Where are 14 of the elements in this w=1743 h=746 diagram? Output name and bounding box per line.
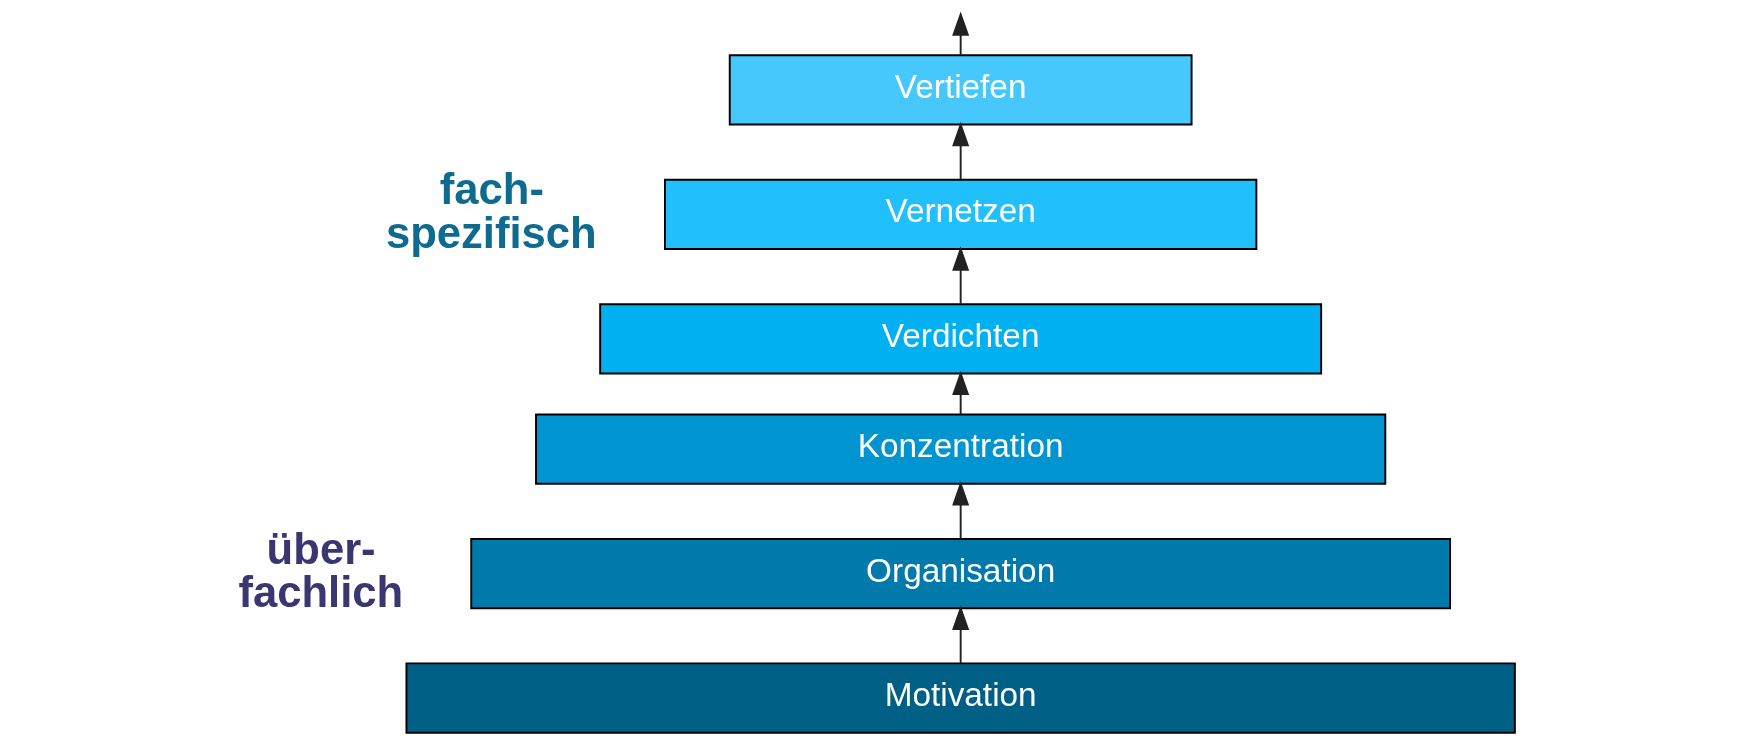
arrow	[952, 605, 970, 665]
label: fach- spezifisch	[385, 165, 597, 257]
arrow	[952, 11, 970, 56]
arrow	[952, 481, 970, 540]
node-box: Konzentration	[535, 413, 1387, 485]
arrow	[952, 246, 970, 305]
node-box: Vernetzen	[664, 178, 1258, 250]
arrow	[952, 121, 970, 181]
node-box: Motivation	[405, 662, 1516, 734]
label: über- fachlich	[238, 524, 404, 617]
node-box: Organisation	[470, 538, 1452, 610]
arrow	[952, 370, 970, 416]
node-box: Vertiefen	[728, 54, 1193, 126]
node-box: Verdichten	[599, 303, 1323, 375]
